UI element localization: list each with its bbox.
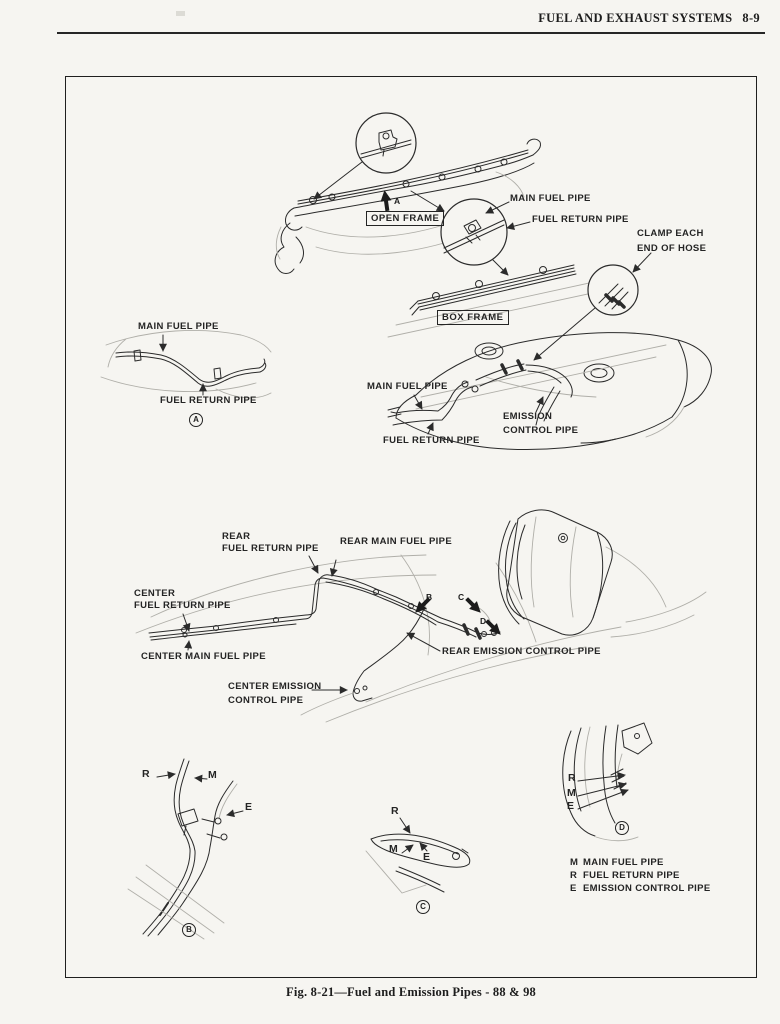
diagram-artwork xyxy=(100,112,712,940)
rear-main-fuel-pipe-label: REAR MAIN FUEL PIPE xyxy=(340,536,453,547)
view-arrow-letter-c: C xyxy=(458,592,465,602)
detail-d-main-key: M xyxy=(567,787,576,799)
detail-c-emission-key: E xyxy=(423,851,431,863)
view-arrow-letter-a: A xyxy=(394,196,401,206)
open-frame-fuel-return-pipe-label: FUEL RETURN PIPE xyxy=(532,214,629,225)
rear-fuel-return-label-line2: FUEL RETURN PIPE xyxy=(222,543,319,554)
center-main-fuel-pipe-label: CENTER MAIN FUEL PIPE xyxy=(141,651,266,662)
clamp-note-line2: END OF HOSE xyxy=(637,243,707,254)
rear-emission-control-pipe-label: REAR EMISSION CONTROL PIPE xyxy=(442,646,601,657)
detail-c-drawing xyxy=(365,817,471,894)
view-a-fuel-return-pipe-label: FUEL RETURN PIPE xyxy=(160,395,257,406)
legend-row-return: R FUEL RETURN PIPE xyxy=(570,869,711,882)
underbody-emission-label-line1: EMISSION xyxy=(503,411,553,422)
view-b-marker: B xyxy=(182,923,196,937)
legend-key-m: M xyxy=(570,857,579,868)
view-d-marker: D xyxy=(615,821,629,835)
center-emission-label-line1: CENTER EMISSION xyxy=(228,681,322,692)
legend-key-e: E xyxy=(570,883,577,894)
open-frame-label: OPEN FRAME xyxy=(366,211,445,226)
header-title: FUEL AND EXHAUST SYSTEMS xyxy=(538,11,733,25)
detail-b-return-key: R xyxy=(142,768,150,780)
view-arrow-a xyxy=(380,190,392,212)
center-fuel-return-label-line2: FUEL RETURN PIPE xyxy=(134,600,231,611)
detail-c-return-key: R xyxy=(391,805,399,817)
pipe-key-legend: M MAIN FUEL PIPE R FUEL RETURN PIPE E EMISS… xyxy=(570,856,711,895)
view-arrow-letter-b: B xyxy=(426,592,433,602)
underbody-fuel-return-pipe-label: FUEL RETURN PIPE xyxy=(383,435,480,446)
center-rear-drawing xyxy=(135,509,707,723)
underbody-emission-label-line2: CONTROL PIPE xyxy=(503,425,579,436)
view-arrow-letter-d: D xyxy=(480,616,487,626)
legend-label-e: EMISSION CONTROL PIPE xyxy=(583,883,711,894)
detail-d-emission-key: E xyxy=(567,800,575,812)
page-header: FUEL AND EXHAUST SYSTEMS 8-9 xyxy=(538,11,760,26)
center-emission-label-line2: CONTROL PIPE xyxy=(228,695,304,706)
legend-label-r: FUEL RETURN PIPE xyxy=(583,870,680,881)
view-a-marker: A xyxy=(189,413,203,427)
detail-b-emission-key: E xyxy=(245,801,253,813)
hose-clamp-detail-circle xyxy=(533,252,652,361)
legend-key-r: R xyxy=(570,870,578,881)
legend-label-m: MAIN FUEL PIPE xyxy=(583,857,664,868)
box-frame-drawing xyxy=(387,264,627,338)
view-a-main-fuel-pipe-label: MAIN FUEL PIPE xyxy=(138,321,219,332)
detail-d-drawing xyxy=(562,722,653,842)
detail-b-main-key: M xyxy=(208,769,217,781)
detail-d-return-key: R xyxy=(568,772,576,784)
rear-fuel-return-label-line1: REAR xyxy=(222,531,251,542)
open-frame-drawing xyxy=(274,138,541,274)
underbody-drawing xyxy=(387,332,712,451)
open-frame-main-fuel-pipe-label: MAIN FUEL PIPE xyxy=(510,193,591,204)
scan-speck xyxy=(176,11,185,16)
header-page-number: 8-9 xyxy=(742,11,760,25)
detail-c-main-key: M xyxy=(389,843,398,855)
view-a-drawing xyxy=(100,330,272,399)
underbody-main-fuel-pipe-label: MAIN FUEL PIPE xyxy=(367,381,448,392)
legend-row-emission: E EMISSION CONTROL PIPE xyxy=(570,882,711,895)
figure-caption: Fig. 8-21—Fuel and Emission Pipes - 88 &… xyxy=(286,985,536,999)
clamp-note-line1: CLAMP EACH xyxy=(637,228,704,239)
figure-frame: OPEN FRAME BOX FRAME A MAIN FUEL PIPE FU… xyxy=(65,76,757,978)
center-fuel-return-label-line1: CENTER xyxy=(134,588,176,599)
header-rule xyxy=(57,32,765,34)
legend-row-main: M MAIN FUEL PIPE xyxy=(570,856,711,869)
box-frame-label: BOX FRAME xyxy=(437,310,509,325)
view-c-marker: C xyxy=(416,900,430,914)
clamp-detail-circle-mid xyxy=(410,190,531,276)
clamp-detail-circle-top xyxy=(313,112,417,200)
detail-b-drawing xyxy=(127,758,244,940)
